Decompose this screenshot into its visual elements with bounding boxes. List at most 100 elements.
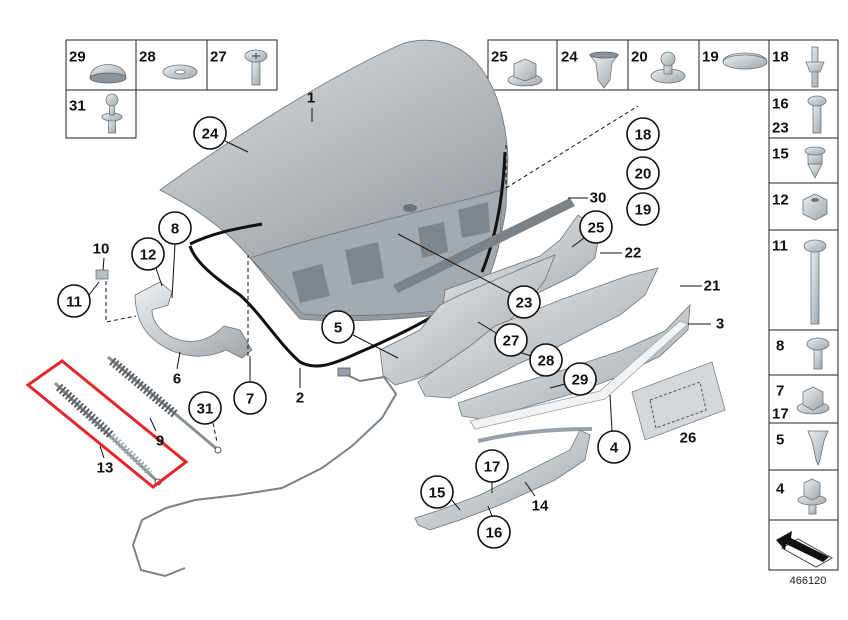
callout-14: 14 [532, 498, 549, 515]
callout-text: 29 [572, 372, 589, 389]
push-clip-body [589, 54, 619, 89]
plug-rim [722, 54, 768, 70]
long-bolt-shaft [810, 248, 820, 325]
stud-clip-fins [805, 61, 825, 73]
leader-4 [609, 394, 613, 432]
callout-text: 5 [334, 320, 342, 337]
callout-7: 7 [233, 381, 267, 415]
ball-stud-icon [101, 93, 123, 134]
part-label-28: 28 [139, 49, 156, 66]
part-label-23: 23 [772, 120, 789, 137]
callout-circle [529, 343, 563, 377]
push-clip-head [589, 51, 619, 59]
callout-24: 24 [193, 116, 227, 150]
callout-text: 20 [635, 166, 652, 183]
callout-text: 24 [202, 126, 219, 143]
release-cable [131, 367, 398, 578]
part-label-4: 4 [776, 481, 785, 498]
callout-text: 23 [516, 295, 533, 312]
trunk-seal-upper [189, 222, 263, 246]
parts-box-right-column [768, 39, 839, 571]
callout-circle [475, 449, 509, 483]
clip-nut-icon [804, 146, 826, 179]
trunk-lid [159, 39, 509, 322]
callout-text: 8 [171, 221, 179, 238]
clip-nut-tip [807, 163, 823, 179]
callout-text: 15 [429, 485, 446, 502]
gas-strut-13 [53, 381, 162, 486]
spring-clip-body [807, 430, 829, 467]
flange-nut-icon [507, 58, 543, 87]
parts-box-left-cell-31 [65, 89, 137, 139]
clip-nut-head [804, 146, 826, 156]
callout-text: 12 [140, 247, 157, 264]
callout-circle [158, 211, 192, 245]
bolt-head-recess [252, 53, 260, 59]
callout-circle [494, 323, 528, 357]
hinge-bracket [95, 269, 109, 280]
leader-18-dashed [505, 105, 639, 189]
callout-4: 4 [597, 430, 631, 464]
callout-26: 26 [680, 430, 697, 447]
ball-stud-neck [109, 104, 115, 116]
collar-nut-body [802, 386, 824, 411]
stud-clip-icon [805, 46, 825, 88]
callout-text: 28 [538, 353, 555, 370]
trunk-lid-opening [458, 202, 490, 238]
hex-nut-hole [811, 198, 819, 202]
callout-30: 30 [590, 190, 607, 207]
leader-5 [352, 334, 399, 359]
leader-31 [212, 422, 218, 443]
part-label-12: 12 [772, 192, 789, 209]
leader-14 [524, 481, 536, 497]
callout-circle [131, 237, 165, 271]
trunk-hinge [95, 269, 253, 359]
plate-bracket-26 [631, 361, 726, 441]
leader-25 [571, 237, 585, 248]
callout-1: 1 [307, 90, 315, 107]
washer-icon [162, 64, 198, 80]
callout-circle [57, 284, 91, 318]
gas-strut-13-cylinder [109, 433, 153, 476]
callout-8: 8 [158, 211, 192, 245]
callout-circle [626, 156, 660, 190]
callout-circle [188, 391, 222, 425]
trim-strip-4 [477, 427, 593, 443]
callout-text: 4 [610, 440, 619, 457]
plate-bracket-26-recess [649, 381, 707, 429]
leader-29 [549, 383, 566, 389]
screw-icon [807, 95, 827, 134]
gas-strut-9-spring [109, 357, 179, 419]
callout-19: 19 [626, 192, 660, 226]
part-label-8: 8 [776, 338, 784, 355]
part-label-7: 7 [776, 383, 784, 400]
callout-circle [477, 515, 511, 549]
trunk-seal-right [480, 151, 507, 273]
leader-10 [102, 257, 105, 271]
callout-22: 22 [625, 245, 642, 262]
hex-nut-body [802, 193, 828, 221]
bolt-shaft [251, 59, 261, 86]
trim-strip-30 [393, 198, 575, 293]
callout-circle [563, 362, 597, 396]
parts-box-left: 29 28 27 31 [65, 39, 278, 139]
cap-base [89, 72, 127, 84]
leader-15 [450, 498, 461, 511]
callout-12: 12 [131, 237, 165, 271]
trunk-hinge-arm [134, 281, 253, 359]
hex-nut-icon [802, 193, 828, 221]
callout-circle [597, 430, 631, 464]
push-clip-icon [589, 51, 619, 89]
leader-11 [88, 281, 100, 296]
part-label-25: 25 [491, 49, 508, 66]
callout-text: 11 [66, 294, 82, 311]
part-label-15: 15 [772, 146, 789, 163]
handle-strip-14 [414, 429, 591, 531]
cap-icon [89, 64, 127, 84]
washer-hole [174, 69, 186, 75]
callout-text: 7 [246, 391, 254, 408]
trunk-lid-opening [292, 264, 330, 303]
expanding-clip-head [660, 51, 676, 67]
leader-lines [88, 105, 711, 517]
